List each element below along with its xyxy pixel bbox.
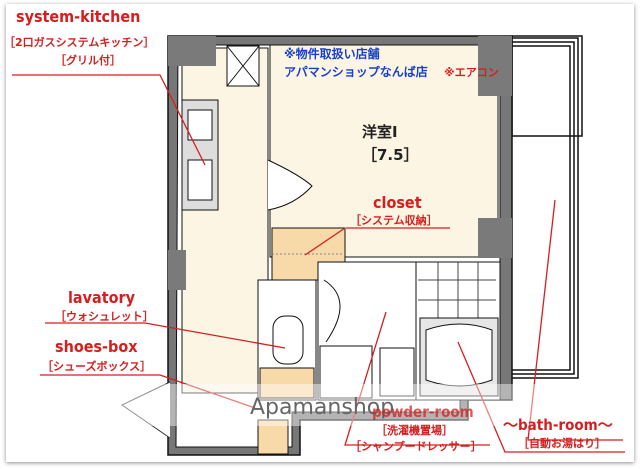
powder-room-label: powder-room: [372, 403, 474, 421]
aircon-note: ※エアコン: [444, 66, 499, 79]
bath-room-sub-label: ［自動お湯はり］: [518, 436, 606, 450]
toilet-room: [257, 279, 317, 401]
shoes-box-sub-label: ［シューズボックス］: [42, 359, 151, 373]
powder-room-sub-label: ［洗濯機置場］: [376, 423, 453, 437]
closet-label: closet: [373, 193, 422, 212]
leader-lines: [12, 74, 625, 453]
shoes-box-label: shoes-box: [55, 337, 138, 356]
watermark-logo: Apamanshop: [250, 395, 394, 420]
store-name: アパマンショップなんば店: [284, 64, 428, 79]
store-note: ※物件取扱い店舗: [284, 46, 380, 61]
lavatory-label: lavatory: [68, 288, 136, 307]
room-size: ［7.5］: [362, 146, 419, 164]
room-name: 洋室Ⅰ: [362, 123, 398, 141]
kitchen-sub-label: ［2口ガスシステムキッチン］: [4, 35, 154, 49]
entrance-door: [121, 381, 171, 439]
shoes-box-unit: [257, 419, 289, 455]
powder-room-sub-label-2: ［シャンプードレッサー］: [350, 439, 482, 453]
closet-sub-label: ［システム収納］: [350, 213, 438, 227]
columns: [168, 36, 512, 290]
kitchen-sub-label-2: ［グリル付］: [55, 53, 121, 67]
lavatory-sub-label: ［ウォシュレット］: [55, 309, 154, 323]
bath-room-label: ～bath-room～: [503, 416, 613, 434]
room-door: [267, 159, 313, 211]
powder-room: [317, 261, 417, 401]
bathroom: [415, 261, 501, 401]
kitchen-label: system-kitchen: [16, 7, 140, 26]
balcony: [511, 35, 583, 379]
western-room-floor: [269, 44, 499, 258]
watermark-band: [6, 384, 634, 426]
